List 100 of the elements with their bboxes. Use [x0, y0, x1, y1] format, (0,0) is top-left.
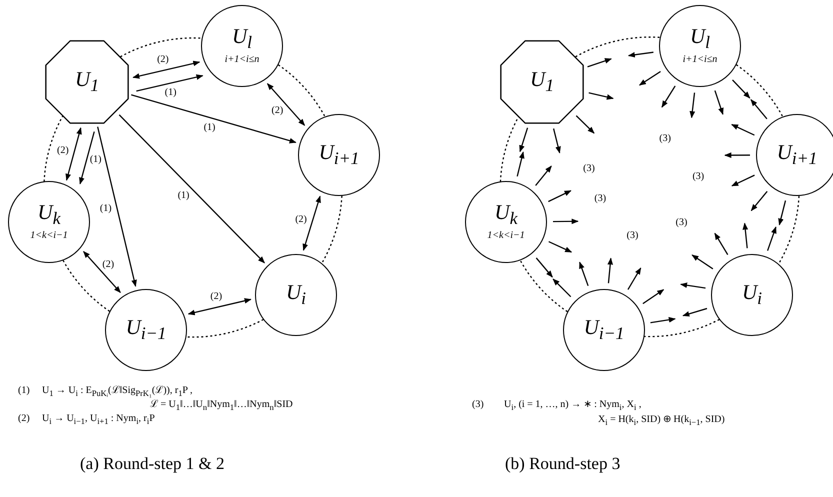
arrow	[516, 151, 524, 176]
arrow	[680, 282, 706, 289]
arrow	[579, 262, 589, 286]
edge-label: (2)	[209, 292, 224, 302]
node-name: U$_{l}$	[690, 26, 710, 52]
formula: ℒ = U$_{1}$‖…‖U$_{n}$‖Nym$_{1}$‖…‖Nym$_{n}$‖SID	[150, 400, 293, 412]
edge-label: (2)	[101, 260, 116, 270]
arrow	[767, 226, 776, 251]
double-arrow	[266, 83, 306, 126]
node-name: U$_{1}$	[75, 69, 99, 95]
double-arrow	[66, 127, 82, 181]
arrow	[731, 174, 755, 186]
double-arrow	[302, 196, 321, 251]
formula: X$_{i}$ = H(k$_{i}$, SID) ⊕ H(k$_{i−1}$, SID)	[598, 415, 725, 428]
dotted-arc	[62, 260, 110, 312]
dotted-arc	[44, 116, 64, 182]
step-number: (3)	[659, 134, 671, 144]
formula: U$_{i}$ → U$_{i−1}$, U$_{i+1}$ : Nym$_{i}$, r$_{i}$P	[42, 414, 155, 426]
octagon-node	[500, 40, 584, 124]
arrow	[553, 128, 561, 154]
arrow	[536, 258, 553, 278]
formula: U$_{i}$, (i = 1, …, n) → ∗ : Nym$_{i}$, X$_{i}$ ,	[504, 400, 642, 412]
arrow	[690, 92, 696, 118]
arrow	[136, 74, 204, 92]
arrow	[650, 317, 676, 324]
arrow	[587, 58, 612, 68]
double-arrow	[83, 250, 121, 294]
arrow	[576, 115, 595, 134]
node-name: U$_{l}$	[232, 26, 252, 52]
figure-caption: (a) Round-step 1 & 2	[80, 455, 224, 472]
node-name: U$_{i+1}$	[318, 142, 360, 168]
double-arrow	[188, 298, 252, 316]
double-arrow	[132, 60, 200, 79]
index-range: i+1<i≤n	[682, 54, 718, 66]
dotted-arc	[500, 116, 519, 182]
edge-label: (2)	[294, 215, 308, 226]
arrow	[778, 200, 786, 226]
dotted-arc	[321, 196, 342, 264]
edge-label: (1)	[176, 190, 190, 201]
arrow	[638, 71, 661, 86]
arrow	[548, 190, 572, 202]
edge-label: (2)	[270, 106, 284, 116]
index-range: 1<k<i−1	[30, 230, 68, 242]
node-name: U$_{i}$	[286, 282, 306, 308]
arrow	[714, 232, 728, 256]
arrow	[750, 99, 768, 120]
step-number: (3)	[676, 218, 688, 228]
circle-node	[756, 114, 833, 196]
arrow	[731, 124, 755, 136]
edge-label: (1)	[88, 155, 102, 166]
node-name: U$_{i−1}$	[126, 317, 166, 343]
arrow	[750, 190, 768, 212]
arrow	[607, 258, 614, 284]
node-name: U$_{i}$	[742, 282, 762, 308]
node-name: U$_{k}$	[494, 202, 518, 228]
dotted-arc	[575, 36, 660, 58]
dotted-arc	[186, 318, 264, 338]
arrow	[628, 52, 654, 58]
edge-label: (1)	[98, 204, 113, 214]
dotted-arc	[120, 38, 202, 58]
arrow	[682, 308, 708, 317]
arrow	[732, 80, 750, 99]
arrow	[627, 267, 642, 290]
arrow	[553, 218, 579, 224]
node-name: U$_{i−1}$	[584, 317, 624, 343]
octagon-node	[45, 40, 129, 124]
figure-caption: (b) Round-step 3	[505, 455, 620, 472]
arrow	[118, 114, 265, 264]
formula: U$_{1}$ → U$_{i}$ : E$_{PuKᵢ}$(ℒ‖Sig$_{PrK₁}$(ℒ)), r$_{1}$P ,	[42, 386, 193, 398]
step-number: (3)	[692, 172, 704, 182]
arrow	[661, 86, 676, 108]
index-range: 1<k<i−1	[487, 230, 525, 242]
edge-label: (2)	[56, 146, 70, 156]
arrow	[79, 131, 95, 184]
arrow	[714, 90, 724, 115]
index-range: i+1<i≤n	[224, 54, 260, 66]
step-number: (3)	[583, 164, 595, 174]
step-number: (3)	[626, 230, 638, 241]
node-name: U$_{1}$	[530, 69, 554, 95]
arrow	[588, 92, 614, 100]
arrow	[742, 222, 748, 248]
dotted-arc	[644, 318, 720, 338]
formula: (3)	[472, 400, 484, 410]
arrow	[548, 241, 572, 253]
arrow	[552, 278, 572, 298]
arrow	[642, 289, 664, 304]
arrow	[724, 152, 750, 158]
dotted-arc	[278, 64, 326, 117]
dotted-arc	[520, 260, 568, 312]
step-number: (3)	[594, 194, 606, 204]
arrow	[519, 128, 528, 152]
dotted-arc	[778, 196, 800, 264]
edge-label: (1)	[202, 123, 216, 134]
formula: (1)	[18, 386, 30, 396]
formula: (2)	[18, 414, 30, 424]
arrow	[535, 166, 552, 186]
arrow	[692, 254, 714, 270]
edge-label: (2)	[156, 54, 170, 65]
arrow	[97, 126, 137, 287]
arrow	[131, 94, 296, 144]
